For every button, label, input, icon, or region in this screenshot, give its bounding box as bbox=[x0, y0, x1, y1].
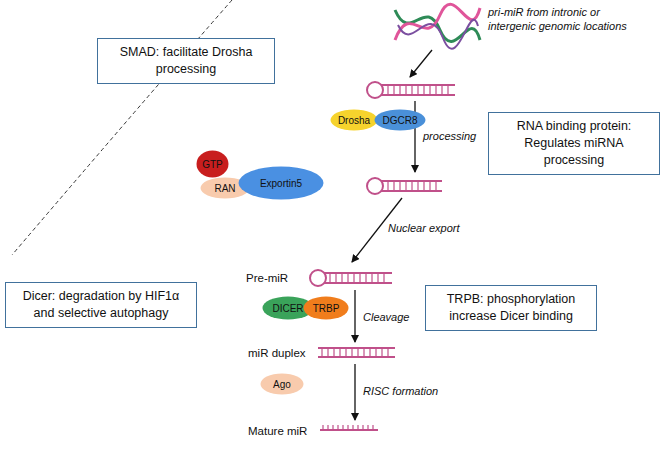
protein-label: Exportin5 bbox=[260, 178, 302, 189]
protein-label: DGCR8 bbox=[382, 115, 417, 126]
protein-label: Drosha bbox=[338, 115, 370, 126]
step-label: pri-miR from intronic or intergenic geno… bbox=[488, 6, 628, 34]
annotation-box: Dicer: degradation by HIF1α and selectiv… bbox=[5, 282, 197, 328]
protein-label: DICER bbox=[272, 303, 303, 314]
protein-oval: Ago bbox=[260, 373, 304, 395]
protein-oval: GTP bbox=[196, 150, 229, 178]
box-text: Dicer: degradation by HIF1α and selectiv… bbox=[12, 288, 190, 322]
flow-arrows bbox=[352, 50, 432, 420]
box-text: TRPB: phosphorylation increase Dicer bin… bbox=[432, 291, 590, 325]
annotation-box: RNA binding protein: Regulates miRNA pro… bbox=[488, 112, 660, 175]
step-label: Mature miR bbox=[248, 424, 307, 438]
step-label: processing bbox=[423, 130, 476, 144]
annotation-box: SMAD: facilitate Drosha processing bbox=[97, 38, 275, 84]
step-label: miR duplex bbox=[248, 346, 306, 360]
step-label: Nuclear export bbox=[388, 222, 460, 236]
box-text: SMAD: facilitate Drosha processing bbox=[104, 44, 268, 78]
protein-label: Ago bbox=[273, 379, 291, 390]
protein-label: GTP bbox=[202, 159, 223, 170]
step-label: Pre-miR bbox=[246, 271, 288, 285]
protein-oval: Exportin5 bbox=[238, 166, 324, 200]
dna-helix bbox=[395, 4, 480, 48]
annotation-box: TRPB: phosphorylation increase Dicer bin… bbox=[425, 285, 597, 331]
protein-oval: DGCR8 bbox=[374, 109, 426, 131]
protein-label: TRBP bbox=[313, 303, 340, 314]
protein-oval: Drosha bbox=[330, 109, 378, 131]
step-label: Cleavage bbox=[363, 311, 409, 325]
step-label: RISC formation bbox=[363, 385, 438, 399]
protein-oval: TRBP bbox=[303, 296, 349, 320]
protein-label: RAN bbox=[214, 183, 235, 194]
box-text: RNA binding protein: Regulates miRNA pro… bbox=[495, 118, 653, 169]
